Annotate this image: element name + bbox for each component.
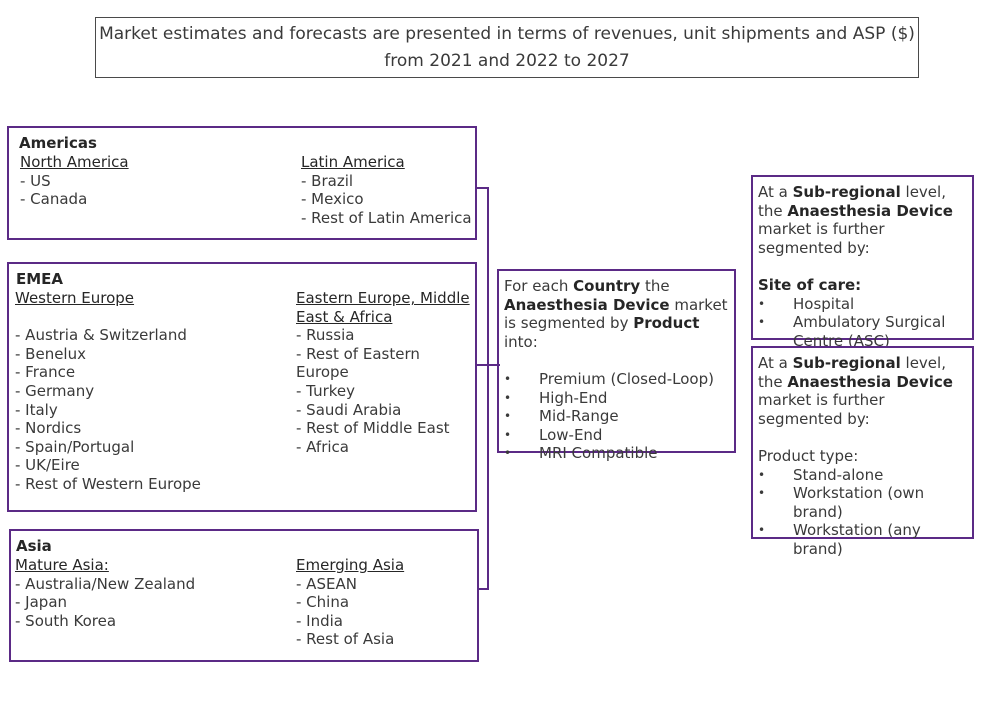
header-banner: Market estimates and forecasts are prese…: [95, 17, 919, 78]
list-item: - ASEAN: [296, 574, 357, 593]
list-item: - France: [15, 363, 76, 382]
list-item: Hospital: [758, 295, 967, 314]
intro-text: level, the: [758, 183, 946, 220]
list-item: - Saudi Arabia: [296, 400, 402, 419]
list-item: - Italy: [15, 400, 58, 419]
list-item: Premium (Closed-Loop): [504, 370, 729, 389]
western-europe-column: Western Europe - Austria & Switzerland -…: [15, 289, 201, 494]
site-intro: At a Sub-regional level, the Anaesthesia…: [758, 183, 967, 257]
connector-vertical: [487, 187, 489, 590]
western-europe-title: Western Europe: [15, 289, 135, 307]
list-item: High-End: [504, 389, 729, 408]
mature-asia-title: Mature Asia:: [15, 556, 109, 574]
intro-text: For each: [504, 277, 574, 295]
intro-text: the: [640, 277, 670, 295]
site-list: Hospital Ambulatory Surgical Centre (ASC…: [758, 295, 967, 351]
north-america-title: North America: [20, 153, 129, 171]
list-item: - Rest of Middle East: [296, 419, 450, 438]
emea-title: EMEA: [16, 270, 64, 288]
list-item: - South Korea: [15, 611, 117, 630]
latin-america-column: Latin America - Brazil - Mexico - Rest o…: [301, 153, 472, 227]
latin-america-title: Latin America: [301, 153, 405, 171]
list-item: Workstation (any brand): [758, 521, 967, 558]
product-type-list: Stand-alone Workstation (own brand) Work…: [758, 466, 967, 559]
country-intro: For each Country the Anaesthesia Device …: [504, 277, 729, 351]
list-item: - Spain/Portugal: [15, 437, 135, 456]
intro-text: into:: [504, 332, 538, 351]
list-item: Mid-Range: [504, 407, 729, 426]
list-item: - Russia: [296, 326, 355, 345]
intro-bold: Sub-regional: [792, 354, 901, 372]
product-heading: Product type:: [758, 446, 859, 465]
asia-title: Asia: [16, 537, 52, 555]
intro-text: level, the: [758, 354, 946, 391]
list-item: Workstation (own brand): [758, 484, 967, 521]
product-intro: At a Sub-regional level, the Anaesthesia…: [758, 354, 967, 428]
list-item: - Mexico: [301, 190, 364, 209]
americas-box: Americas North America - US - Canada Lat…: [7, 126, 477, 240]
intro-text: At a: [758, 354, 793, 372]
list-item: - Japan: [15, 593, 68, 612]
list-item: - Rest of Asia: [296, 630, 395, 649]
list-item: - Turkey: [296, 381, 355, 400]
list-item: - Rest of Eastern Europe: [296, 344, 420, 382]
site-of-care-box: At a Sub-regional level, the Anaesthesia…: [751, 175, 974, 350]
emerging-asia-title: Emerging Asia: [296, 556, 405, 574]
list-item: Stand-alone: [758, 466, 967, 485]
intro-bold: Anaesthesia Device: [787, 201, 953, 220]
list-item: - UK/Eire: [15, 456, 80, 475]
list-item: - Benelux: [15, 344, 86, 363]
americas-title: Americas: [19, 134, 97, 152]
country-segmentation-box: For each Country the Anaesthesia Device …: [497, 269, 736, 463]
list-item: MRI Compatible: [504, 444, 729, 463]
list-item: - Germany: [15, 381, 95, 400]
list-item: Low-End: [504, 426, 729, 445]
intro-text: At a: [758, 183, 793, 201]
site-heading: Site of care:: [758, 275, 862, 294]
connector-americas: [476, 187, 489, 189]
list-item: - US: [20, 171, 51, 190]
asia-box: Asia Mature Asia: - Australia/New Zealan…: [9, 529, 479, 662]
intro-bold: Anaesthesia Device: [787, 372, 953, 391]
list-item: - China: [296, 593, 350, 612]
eastern-europe-title-line2: East & Africa: [296, 307, 393, 326]
connector-asia: [478, 588, 489, 590]
product-type-box: At a Sub-regional level, the Anaesthesia…: [751, 346, 974, 558]
list-item: - Rest of Latin America: [301, 208, 472, 227]
list-item: Ambulatory Surgical Centre (ASC): [758, 313, 967, 350]
mature-asia-column: Mature Asia: - Australia/New Zealand - J…: [15, 556, 195, 630]
emea-box: EMEA Western Europe - Austria & Switzerl…: [7, 262, 477, 512]
list-item: - Australia/New Zealand: [15, 574, 196, 593]
list-item: - Rest of Western Europe: [15, 474, 201, 493]
connector-emea: [476, 364, 500, 366]
emerging-asia-column: Emerging Asia - ASEAN - China - India - …: [296, 556, 404, 649]
north-america-column: North America - US - Canada: [20, 153, 129, 209]
list-item: - Canada: [20, 190, 88, 209]
list-item: - Nordics: [15, 419, 82, 438]
intro-bold: Sub-regional: [792, 183, 901, 201]
intro-text: market is segmented by: [504, 295, 728, 333]
intro-text: market is further segmented by:: [758, 220, 885, 257]
intro-bold: Country: [573, 277, 641, 295]
list-item: - Austria & Switzerland: [15, 326, 187, 345]
product-list: Premium (Closed-Loop) High-End Mid-Range…: [504, 370, 729, 463]
header-text: Market estimates and forecasts are prese…: [99, 24, 915, 71]
intro-bold: Product: [633, 314, 700, 333]
list-item: - Brazil: [301, 171, 354, 190]
list-item: - Africa: [296, 437, 349, 456]
eastern-europe-title-line1: Eastern Europe, Middle: [296, 289, 470, 307]
intro-bold: Anaesthesia Device: [504, 295, 670, 314]
list-item: - India: [296, 611, 343, 630]
eastern-europe-column: Eastern Europe, Middle East & Africa - R…: [296, 289, 475, 456]
intro-text: market is further segmented by:: [758, 391, 885, 428]
